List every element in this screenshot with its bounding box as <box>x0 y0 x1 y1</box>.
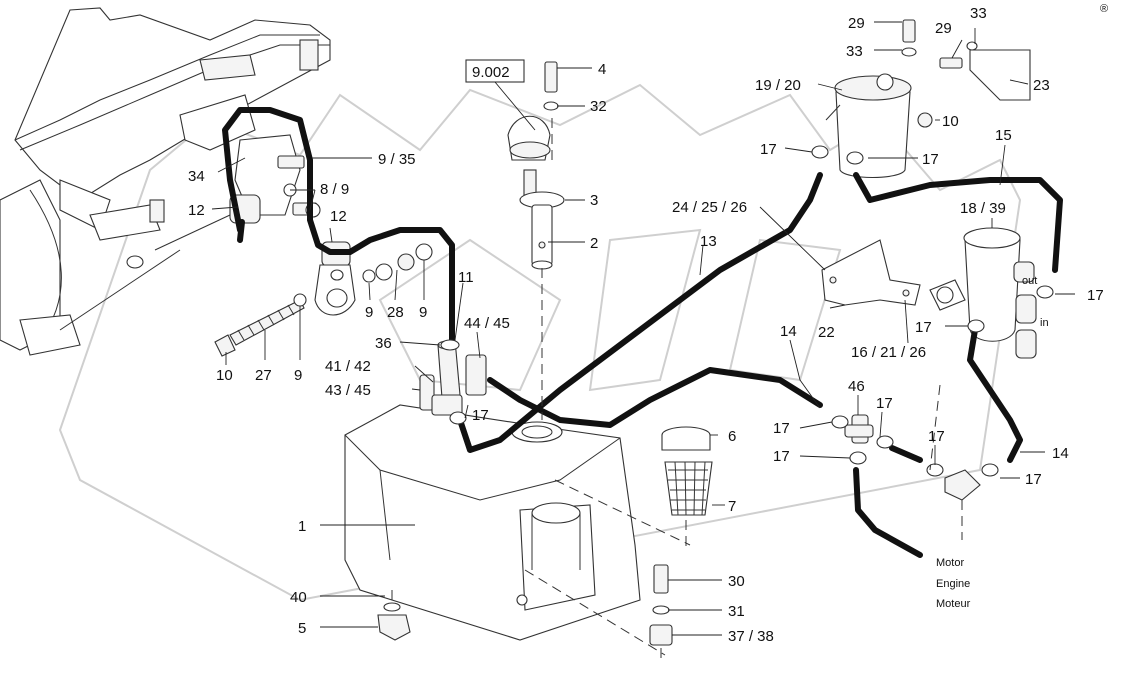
filter-strainer <box>661 426 713 516</box>
label-17a: 17 <box>472 407 489 424</box>
part-labels: 4 32 3 2 9 / 35 34 8 / 9 12 12 9 28 9 10… <box>188 5 1104 645</box>
label-29a: 29 <box>848 15 865 32</box>
fuel-pump <box>929 227 1037 359</box>
label-7: 7 <box>728 498 736 515</box>
pump-bracket <box>821 239 921 306</box>
label-5: 5 <box>298 620 306 637</box>
hose-clamps <box>440 145 1054 477</box>
label-3: 3 <box>590 192 598 209</box>
label-16-21-26: 16 / 21 / 26 <box>851 344 926 361</box>
label-41-42: 41 / 42 <box>325 358 371 375</box>
mounting-hardware <box>649 564 673 646</box>
destination-engine: Engine <box>936 578 970 590</box>
label-12a: 12 <box>188 202 205 219</box>
destination-moteur: Moteur <box>936 598 971 610</box>
label-9b: 9 <box>419 304 427 321</box>
label-13: 13 <box>700 233 717 250</box>
label-36: 36 <box>375 335 392 352</box>
fuel-filter-top <box>825 19 1031 178</box>
fuel-tank <box>344 404 641 641</box>
label-22: 22 <box>818 324 835 341</box>
label-12b: 12 <box>330 208 347 225</box>
drain-plug <box>377 602 411 641</box>
assembly-axes <box>391 118 963 660</box>
label-17j: 17 <box>1025 471 1042 488</box>
label-34: 34 <box>188 168 205 185</box>
label-17e: 17 <box>915 319 932 336</box>
label-29b: 29 <box>935 20 952 37</box>
pump-port-in: in <box>1040 317 1049 329</box>
filler-assembly <box>507 61 565 270</box>
label-14b: 14 <box>1052 445 1069 462</box>
label-10a: 10 <box>216 367 233 384</box>
label-44-45: 44 / 45 <box>464 315 510 332</box>
tank-fittings <box>419 339 487 416</box>
label-17i: 17 <box>773 448 790 465</box>
t-fitting <box>844 414 981 501</box>
label-17h: 17 <box>928 428 945 445</box>
label-15: 15 <box>995 127 1012 144</box>
label-37-38: 37 / 38 <box>728 628 774 645</box>
label-17c: 17 <box>922 151 939 168</box>
label-30: 30 <box>728 573 745 590</box>
engine-destination-label: Motor Engine Moteur <box>936 557 971 610</box>
corner-mark: ® <box>1100 3 1108 15</box>
label-19-20: 19 / 20 <box>755 77 801 94</box>
label-17d: 17 <box>1087 287 1104 304</box>
label-17f: 17 <box>876 395 893 412</box>
label-2: 2 <box>590 235 598 252</box>
label-27: 27 <box>255 367 272 384</box>
pump-port-out: out <box>1022 275 1037 287</box>
label-11: 11 <box>458 269 474 286</box>
label-17b: 17 <box>760 141 777 158</box>
label-9-35: 9 / 35 <box>378 151 416 168</box>
label-6: 6 <box>728 428 736 445</box>
label-1: 1 <box>298 518 306 535</box>
label-17g: 17 <box>773 420 790 437</box>
reference-box-label[interactable]: 9.002 <box>472 64 510 81</box>
label-33a: 33 <box>846 43 863 60</box>
label-40: 40 <box>290 589 307 606</box>
leader-lines <box>211 21 1075 636</box>
reference-box[interactable]: 9.002 <box>465 59 536 131</box>
label-9c: 9 <box>294 367 302 384</box>
fuel-hoses <box>222 107 1063 558</box>
label-28: 28 <box>387 304 404 321</box>
label-31: 31 <box>728 603 745 620</box>
label-14a: 14 <box>780 323 797 340</box>
label-23: 23 <box>1033 77 1050 94</box>
fasteners-left <box>214 155 433 357</box>
label-8-9: 8 / 9 <box>320 181 349 198</box>
chassis-frame <box>0 7 331 356</box>
label-43-45: 43 / 45 <box>325 382 371 399</box>
label-46: 46 <box>848 378 865 395</box>
label-32: 32 <box>590 98 607 115</box>
label-9a: 9 <box>365 304 373 321</box>
label-4: 4 <box>598 61 606 78</box>
destination-motor: Motor <box>936 557 964 569</box>
label-33b: 33 <box>970 5 987 22</box>
label-18-39: 18 / 39 <box>960 200 1006 217</box>
label-24-25-26: 24 / 25 / 26 <box>672 199 747 216</box>
label-10b: 10 <box>942 113 959 130</box>
